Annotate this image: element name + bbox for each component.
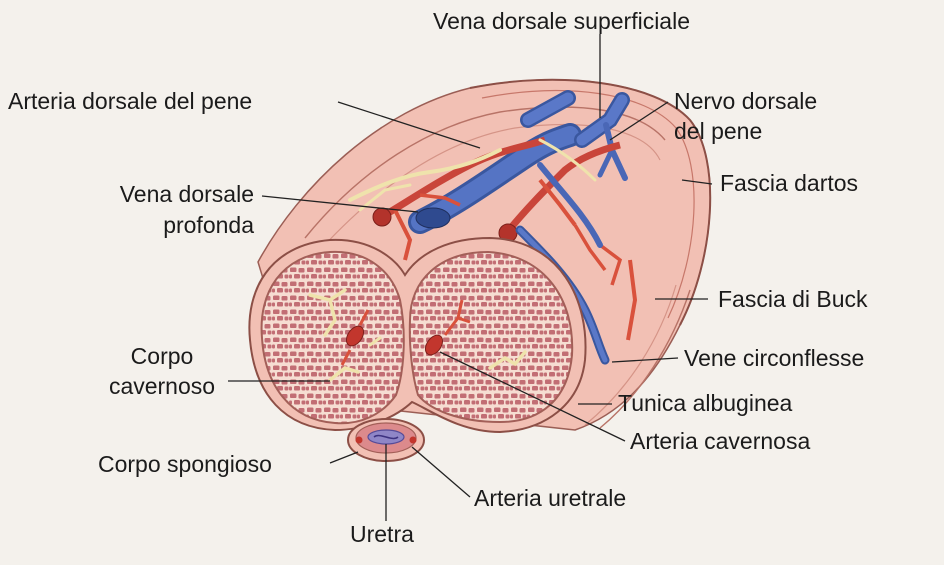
- label-vena-dorsale-profonda-line2: profonda: [56, 212, 254, 239]
- label-corpo-spongioso: Corpo spongioso: [98, 451, 272, 478]
- label-arteria-uretrale: Arteria uretrale: [474, 485, 626, 512]
- cross-section-face: [249, 238, 585, 432]
- label-corpo-cavernoso-line1: Corpo: [98, 343, 226, 370]
- label-fascia-di-buck: Fascia di Buck: [718, 286, 868, 313]
- label-corpo-cavernoso-line2: cavernoso: [98, 373, 226, 400]
- label-arteria-dorsale-del-pene: Arteria dorsale del pene: [8, 88, 252, 115]
- label-vene-circonflesse: Vene circonflesse: [684, 345, 864, 372]
- label-nervo-dorsale-line2: del pene: [674, 118, 762, 145]
- label-nervo-dorsale-line1: Nervo dorsale: [674, 88, 817, 115]
- label-fascia-dartos: Fascia dartos: [720, 170, 858, 197]
- label-tunica-albuginea: Tunica albuginea: [618, 390, 792, 417]
- label-vena-dorsale-superficiale: Vena dorsale superficiale: [433, 8, 690, 35]
- label-uretra: Uretra: [350, 521, 414, 548]
- label-vena-dorsale-profonda-line1: Vena dorsale: [56, 181, 254, 208]
- label-arteria-cavernosa: Arteria cavernosa: [630, 428, 810, 455]
